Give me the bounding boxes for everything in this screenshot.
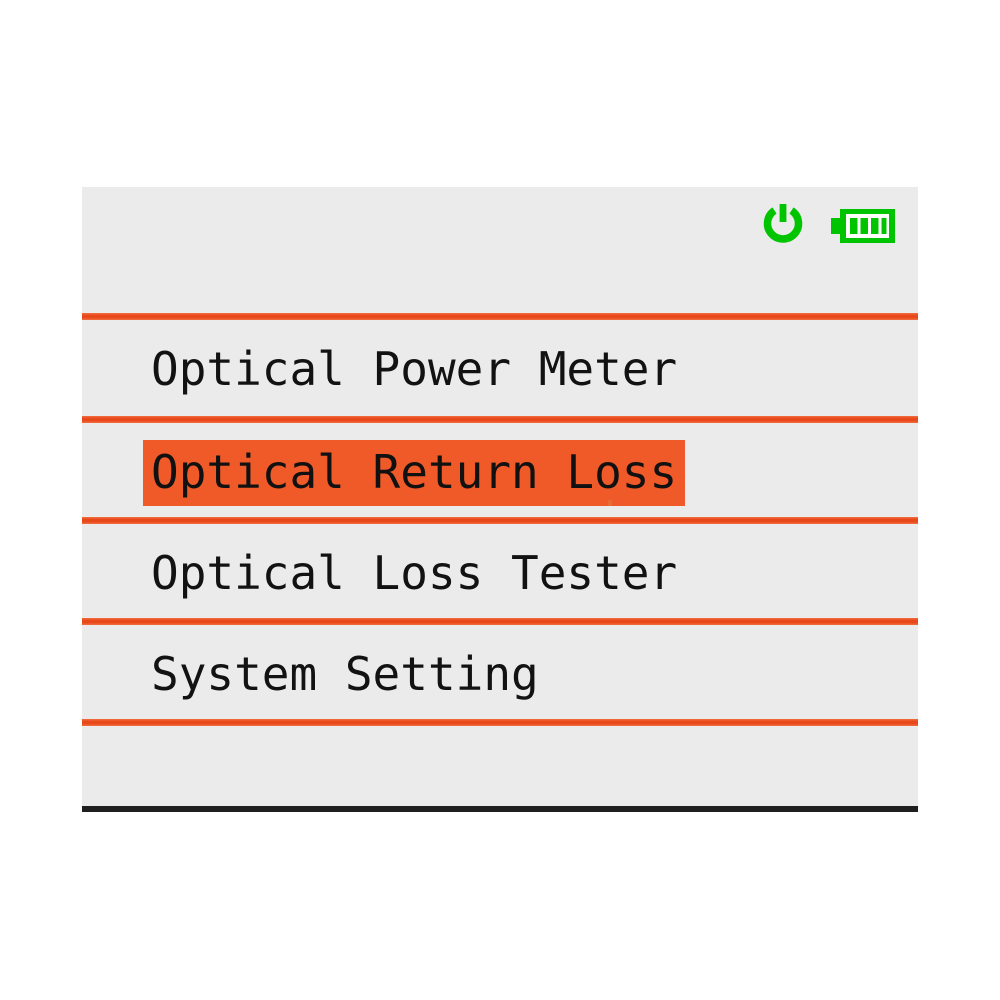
menu-item-label: Optical Power Meter: [151, 342, 678, 396]
render-artifact-dot: [608, 500, 612, 506]
battery-icon: [831, 209, 895, 243]
separator-rule-4: [82, 618, 918, 625]
separator-rule-1: [82, 313, 918, 320]
power-icon: [762, 202, 804, 246]
status-bar: [82, 187, 918, 313]
menu-item-optical-return-loss[interactable]: Optical Return Loss: [82, 423, 918, 523]
menu-item-system-setting[interactable]: System Setting: [82, 625, 918, 725]
separator-rule-5: [82, 719, 918, 726]
separator-rule-2: [82, 416, 918, 423]
device-screen: Optical Power Meter Optical Return Loss …: [82, 187, 918, 809]
menu-item-optical-loss-tester[interactable]: Optical Loss Tester: [82, 524, 918, 624]
menu-item-label: System Setting: [151, 647, 539, 701]
screen-bottom-bezel: [82, 806, 918, 812]
separator-rule-3: [82, 517, 918, 524]
menu-item-optical-power-meter[interactable]: Optical Power Meter: [82, 320, 918, 420]
menu-item-label: Optical Loss Tester: [151, 546, 678, 600]
menu-item-label: Optical Return Loss: [143, 440, 686, 506]
